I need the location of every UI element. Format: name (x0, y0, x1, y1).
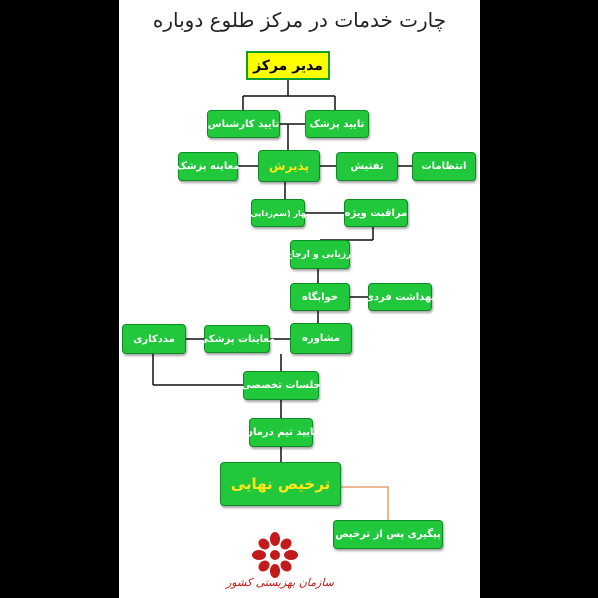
node-final-discharge: ترخیص نهایی (220, 462, 341, 506)
node-admission: پذیرش (258, 150, 320, 182)
chart-title: چارت خدمات در مرکز طلوع دوباره (152, 8, 447, 32)
node-therapy-team: تایید تیم درمان (244, 418, 318, 447)
node-discipline: انتظامات (412, 152, 476, 181)
node-specialized-sessions: جلسات تخصصی (241, 371, 321, 400)
behzisti-logo-icon (252, 532, 298, 578)
node-counseling: مشاوره (290, 323, 352, 354)
node-doctor-exam: معاینه پزشک (176, 152, 240, 181)
node-special-care: مراقبت ویژه (344, 199, 408, 227)
node-manager: مدیر مرکز (246, 51, 330, 80)
node-eval-referral: ارزیابی و ارجاع (286, 240, 354, 269)
node-approve-doctor: تایید پزشک (305, 110, 369, 138)
node-medical-exams: معاینات پزشکی (199, 325, 275, 353)
node-search: تفتیش (336, 152, 398, 181)
logo-org-name: سازمان بهزیستی کشور (226, 576, 334, 589)
node-approve-expert: تایید کارشناس (207, 110, 280, 138)
node-dormitory: خوابگاه (290, 283, 350, 311)
node-social-work: مددکاری (122, 324, 186, 354)
node-bahar: بهار (سم‌زدایی) (247, 199, 309, 227)
edge-final-followup (341, 486, 389, 520)
node-followup: پیگیری پس از ترخیص (333, 520, 443, 549)
node-personal-hygiene: بهداشت فردی (365, 283, 435, 311)
